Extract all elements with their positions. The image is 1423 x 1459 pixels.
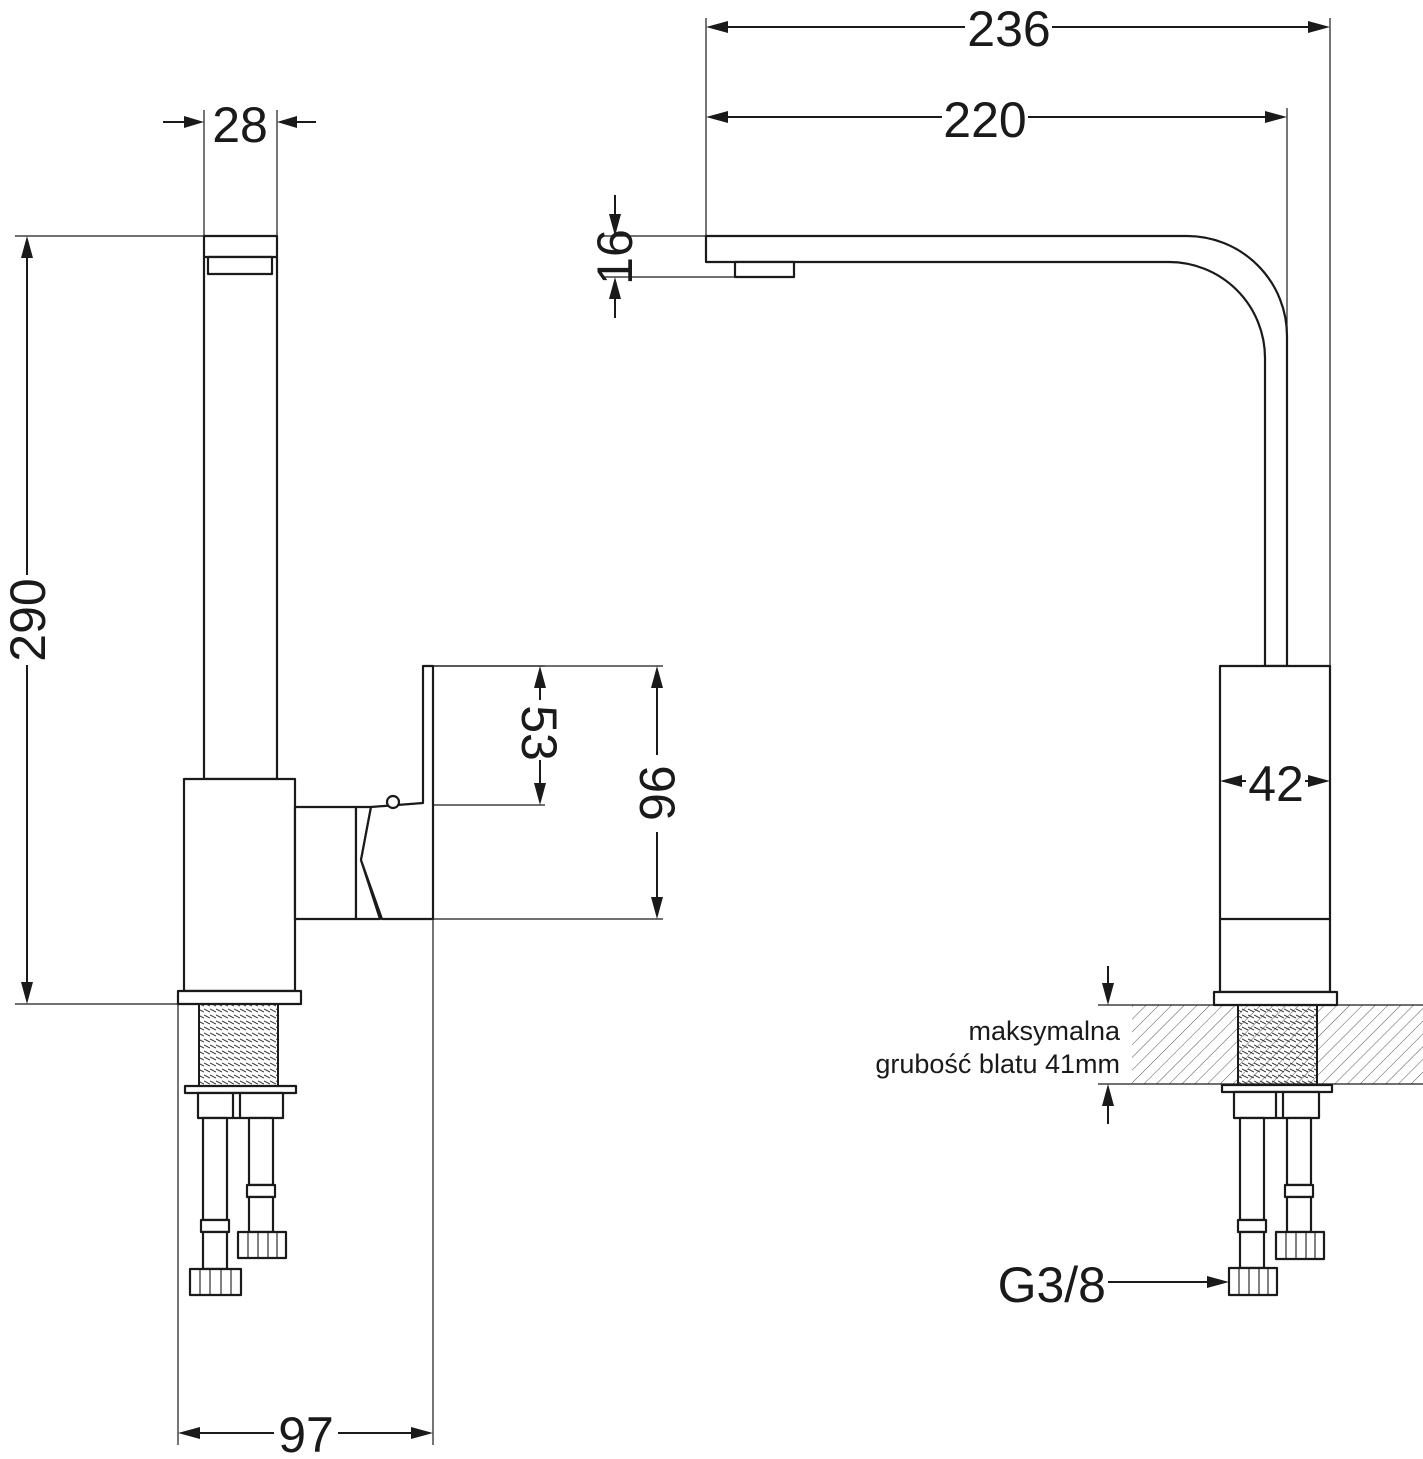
dim-label-96: 96	[629, 765, 685, 821]
dim-label-16: 16	[587, 229, 643, 285]
spout-column	[202, 234, 279, 781]
hose-nut-right	[236, 1230, 288, 1260]
lever-handle	[359, 664, 435, 921]
faucet-body	[182, 777, 297, 993]
dim-label-97: 97	[278, 1407, 334, 1459]
aerator-front	[733, 260, 796, 279]
base-ring	[176, 989, 303, 1006]
dimension-28: 28	[163, 97, 316, 236]
aerator	[206, 255, 274, 276]
hose-nut-front-left	[1227, 1266, 1279, 1297]
countertop-thickness-dimension: maksymalna grubość blatu 41mm	[875, 966, 1132, 1124]
dimension-97: 97	[177, 919, 434, 1459]
dim-label-220: 220	[943, 92, 1026, 148]
dimension-16: 16	[587, 195, 735, 318]
dim-label-42: 42	[1248, 756, 1304, 812]
faucet-body-front	[1218, 664, 1332, 994]
hose-right	[247, 1116, 275, 1187]
dim-label-53: 53	[511, 705, 567, 761]
dimension-220: 220	[706, 92, 1288, 336]
hose-nut-front-right	[1274, 1230, 1326, 1261]
dimension-53: 53	[433, 665, 567, 806]
thread-callout: G3/8	[998, 1257, 1229, 1313]
thread-label: G3/8	[998, 1257, 1106, 1313]
side-view	[176, 234, 435, 1297]
countertop-note-line2: grubość blatu 41mm	[875, 1049, 1120, 1079]
front-view	[704, 234, 1423, 1297]
handle-hub	[293, 805, 358, 921]
base-ring-front	[1212, 990, 1339, 1007]
dim-label-28: 28	[212, 97, 268, 153]
dimension-42: 42	[1220, 756, 1330, 812]
dimension-96: 96	[433, 665, 685, 920]
curved-spout	[704, 234, 1289, 668]
dimension-236: 236	[705, 1, 1331, 666]
dimension-290: 290	[0, 235, 204, 1005]
hose-left	[201, 1116, 229, 1222]
dim-label-236: 236	[967, 1, 1050, 57]
hose-nut-left	[188, 1267, 243, 1297]
countertop-note-line1: maksymalna	[968, 1016, 1121, 1046]
dim-label-290: 290	[0, 578, 56, 661]
